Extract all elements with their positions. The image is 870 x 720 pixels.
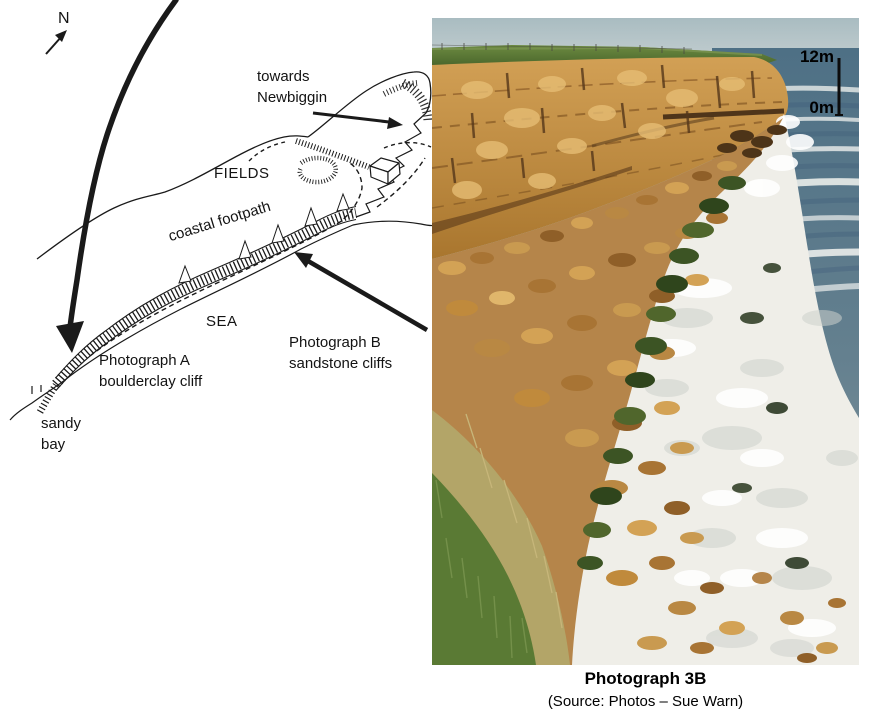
sandy-bay-label: sandy bay: [41, 413, 81, 455]
scale-min-label: 0m: [809, 98, 834, 117]
fields-label: FIELDS: [214, 165, 270, 182]
bay-ticks: [31, 385, 42, 394]
slope-hatching: [295, 138, 371, 170]
sea-label: SEA: [206, 313, 238, 330]
boulders: [438, 161, 846, 663]
cliff-face: [432, 57, 789, 259]
photo-b-pointer-arrow: [294, 252, 429, 332]
dark-rocks-cliff-base: [717, 125, 787, 158]
cliff-cracks: [450, 64, 756, 184]
north-label: N: [58, 10, 70, 27]
foreground-grass: [432, 410, 570, 665]
cliff-hatching: [36, 192, 357, 414]
field-boundary-line: [36, 135, 309, 260]
coastal-footpath-dashed: [89, 141, 432, 357]
sketch-map-linework: [9, 0, 442, 421]
towards-line1: towards: [257, 68, 310, 85]
caption-source: (Source: Photos – Sue Warn): [547, 693, 744, 710]
towards-newbiggin-label: towards Newbiggin: [257, 66, 327, 108]
photo-b-line2: sandstone cliffs: [289, 355, 393, 372]
shoreline: [9, 220, 442, 421]
grass-blades: [435, 479, 528, 659]
sandy-line2: bay: [41, 436, 66, 453]
hollow-hatching: [297, 155, 338, 185]
photo-a-line2: boulderclay cliff: [99, 373, 203, 390]
photograph-b-label: Photograph B sandstone cliffs: [289, 332, 392, 374]
fence-posts: [432, 43, 693, 54]
photograph-a-label: Photograph A boulderclay cliff: [99, 350, 202, 392]
sandy-line1: sandy: [41, 415, 82, 432]
algae-rocks: [577, 176, 809, 570]
sketch-map: N towards Newbiggin FIELDS coastal footp…: [0, 0, 445, 465]
newbiggin-direction-arrow: [312, 111, 403, 129]
photo-caption: Photograph 3B (Source: Photos – Sue Warn…: [432, 668, 859, 712]
scale-bar: [835, 58, 843, 116]
cliff-highlights: [452, 70, 745, 199]
photo-a-line1: Photograph A: [99, 352, 190, 369]
building: [369, 157, 401, 185]
photograph-rendering: [432, 18, 859, 665]
towards-line2: Newbiggin: [257, 89, 328, 106]
coastal-photograph: 12m 0m: [432, 18, 859, 665]
straw-blades: [465, 413, 563, 629]
north-arrow-icon: [45, 30, 67, 55]
scale-max-label: 12m: [799, 47, 834, 66]
curved-route-arrow: [56, 0, 179, 353]
caption-title: Photograph 3B: [584, 669, 707, 688]
photo-b-line1: Photograph B: [289, 334, 381, 351]
